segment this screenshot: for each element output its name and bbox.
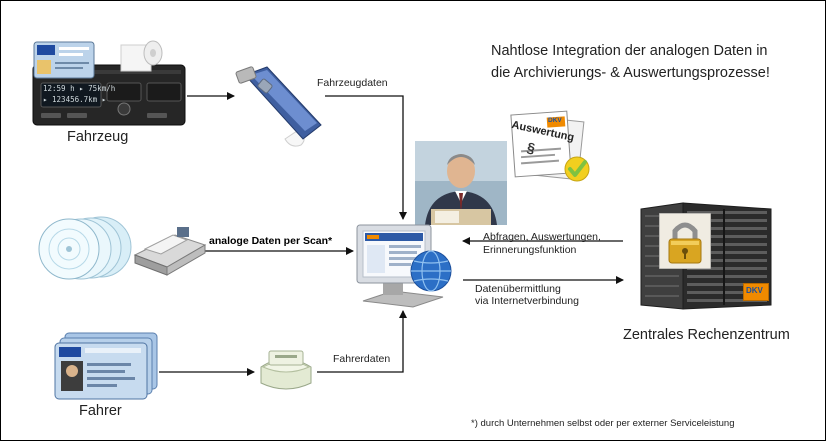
- transfer-label-line-1: Datenübermittlung: [475, 283, 561, 295]
- download-key-icon: [233, 61, 329, 151]
- padlock-icon: [658, 212, 712, 270]
- scan-data-label: analoge Daten per Scan*: [209, 235, 333, 247]
- datacenter-dkv-logo: [743, 283, 769, 301]
- tachograph-device: [27, 39, 189, 129]
- vehicle-label: Fahrzeug: [67, 129, 129, 145]
- footnote: *) durch Unternehmen selbst oder per ext…: [471, 418, 735, 429]
- vehicle-data-label: Fahrzeugdaten: [317, 77, 388, 89]
- driver-label: Fahrer: [79, 403, 122, 419]
- headline-line-2: die Archivierungs- & Auswertungsprozesse…: [491, 65, 770, 81]
- transfer-label-line-2: via Internetverbindung: [475, 295, 579, 307]
- tachograph-display-line-2: ▸ 123456.7km ▸: [43, 95, 107, 104]
- driver-data-connector: [317, 310, 407, 373]
- driver-data-label: Fahrerdaten: [333, 353, 391, 365]
- queries-label-line-1: Abfragen, Auswertungen,: [483, 231, 601, 243]
- datacenter-label: Zentrales Rechenzentrum: [623, 327, 790, 343]
- card-reader-icon: [255, 343, 317, 395]
- computer-workstation-icon: [353, 221, 457, 311]
- tachograph-display-line-1: 12:59 h ▸ 75km/h: [43, 84, 116, 93]
- paper-roll-icon: [113, 39, 163, 73]
- tachograph-discs-icon: [35, 213, 133, 283]
- vehicle-data-connector: [325, 95, 407, 220]
- datacenter-dkv-badge: DKV: [746, 286, 763, 295]
- evaluation-document-icon: [505, 109, 593, 185]
- businessman-photo: [415, 141, 507, 225]
- scanner-icon: [131, 223, 207, 279]
- document-dkv-badge: DKV: [548, 117, 562, 124]
- queries-label-line-2: Erinnerungsfunktion: [483, 244, 577, 256]
- driver-card-icon: [33, 41, 95, 79]
- driver-cards-stack: [51, 331, 159, 403]
- headline-line-1: Nahtlose Integration der analogen Daten …: [491, 43, 768, 59]
